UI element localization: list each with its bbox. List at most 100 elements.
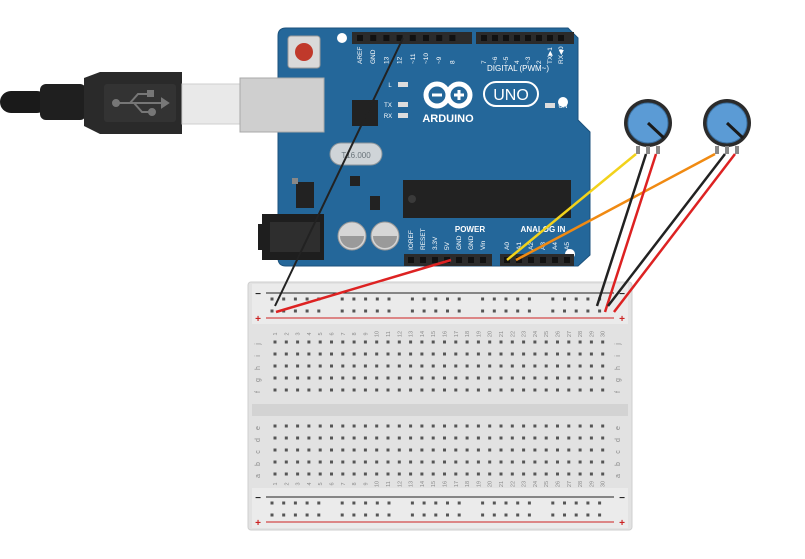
- breadboard-hole[interactable]: [296, 436, 300, 440]
- breadboard-hole[interactable]: [578, 364, 582, 368]
- rail-hole[interactable]: [598, 501, 602, 505]
- breadboard-hole[interactable]: [499, 448, 503, 452]
- breadboard-hole[interactable]: [273, 472, 277, 476]
- breadboard-hole[interactable]: [601, 352, 605, 356]
- rail-hole[interactable]: [422, 501, 426, 505]
- rail-hole[interactable]: [422, 513, 426, 517]
- breadboard-hole[interactable]: [330, 376, 333, 380]
- header-pin[interactable]: [547, 35, 553, 41]
- breadboard-hole[interactable]: [284, 364, 288, 368]
- breadboard-hole[interactable]: [318, 352, 322, 356]
- breadboard-hole[interactable]: [341, 448, 345, 452]
- breadboard-hole[interactable]: [556, 340, 559, 344]
- breadboard-hole[interactable]: [567, 424, 571, 428]
- breadboard-hole[interactable]: [454, 388, 458, 392]
- breadboard-hole[interactable]: [578, 460, 582, 464]
- header-pin[interactable]: [420, 257, 426, 263]
- breadboard-hole[interactable]: [465, 436, 469, 440]
- breadboard-hole[interactable]: [397, 376, 401, 380]
- rail-hole[interactable]: [481, 297, 485, 301]
- breadboard-hole[interactable]: [352, 424, 356, 428]
- breadboard-hole[interactable]: [318, 376, 322, 380]
- header-pin[interactable]: [492, 35, 498, 41]
- header-pin[interactable]: [370, 35, 377, 41]
- breadboard-hole[interactable]: [318, 448, 322, 452]
- breadboard-hole[interactable]: [307, 460, 311, 464]
- breadboard-hole[interactable]: [386, 364, 390, 368]
- rail-hole[interactable]: [352, 501, 356, 505]
- breadboard-hole[interactable]: [363, 424, 367, 428]
- breadboard-hole[interactable]: [330, 388, 333, 392]
- breadboard-hole[interactable]: [307, 388, 311, 392]
- breadboard-hole[interactable]: [522, 376, 526, 380]
- breadboard-hole[interactable]: [352, 352, 356, 356]
- rail-hole[interactable]: [352, 297, 356, 301]
- breadboard-hole[interactable]: [409, 364, 413, 368]
- header-pin[interactable]: [423, 35, 429, 41]
- breadboard-hole[interactable]: [601, 424, 605, 428]
- breadboard-hole[interactable]: [318, 424, 322, 428]
- rail-hole[interactable]: [293, 297, 297, 301]
- pot2-5v-wire[interactable]: [613, 153, 736, 313]
- breadboard-hole[interactable]: [420, 472, 424, 476]
- breadboard-hole[interactable]: [522, 448, 526, 452]
- header-pin[interactable]: [357, 35, 363, 41]
- breadboard-hole[interactable]: [589, 340, 593, 344]
- breadboard-hole[interactable]: [499, 340, 503, 344]
- breadboard-hole[interactable]: [420, 388, 424, 392]
- breadboard-hole[interactable]: [273, 388, 277, 392]
- breadboard-hole[interactable]: [510, 424, 514, 428]
- breadboard-hole[interactable]: [443, 472, 446, 476]
- rail-hole[interactable]: [352, 309, 356, 313]
- breadboard-hole[interactable]: [409, 424, 413, 428]
- breadboard-hole[interactable]: [273, 448, 277, 452]
- rail-hole[interactable]: [504, 513, 508, 517]
- breadboard-hole[interactable]: [499, 376, 503, 380]
- rail-hole[interactable]: [586, 309, 590, 313]
- breadboard-hole[interactable]: [567, 460, 571, 464]
- breadboard-hole[interactable]: [352, 340, 356, 344]
- breadboard-hole[interactable]: [443, 376, 446, 380]
- breadboard-hole[interactable]: [533, 364, 537, 368]
- header-pin[interactable]: [468, 257, 474, 263]
- breadboard-hole[interactable]: [409, 388, 413, 392]
- rail-hole[interactable]: [527, 513, 531, 517]
- breadboard-hole[interactable]: [556, 424, 559, 428]
- breadboard-hole[interactable]: [420, 376, 424, 380]
- rail-hole[interactable]: [340, 513, 344, 517]
- breadboard-hole[interactable]: [476, 340, 480, 344]
- breadboard-hole[interactable]: [499, 460, 503, 464]
- breadboard-hole[interactable]: [476, 364, 480, 368]
- breadboard-hole[interactable]: [567, 340, 571, 344]
- breadboard-hole[interactable]: [431, 472, 435, 476]
- rail-hole[interactable]: [293, 513, 297, 517]
- rail-hole[interactable]: [375, 513, 379, 517]
- breadboard-hole[interactable]: [375, 388, 379, 392]
- breadboard-hole[interactable]: [375, 424, 379, 428]
- rail-hole[interactable]: [387, 501, 391, 505]
- rail-hole[interactable]: [434, 501, 438, 505]
- breadboard-hole[interactable]: [522, 436, 526, 440]
- rail-hole[interactable]: [293, 501, 297, 505]
- breadboard-hole[interactable]: [533, 472, 537, 476]
- breadboard-hole[interactable]: [488, 340, 492, 344]
- breadboard-hole[interactable]: [465, 424, 469, 428]
- rail-hole[interactable]: [586, 513, 590, 517]
- breadboard-hole[interactable]: [499, 364, 503, 368]
- header-pin[interactable]: [383, 35, 390, 41]
- breadboard-hole[interactable]: [307, 448, 311, 452]
- breadboard-hole[interactable]: [397, 340, 401, 344]
- rail-hole[interactable]: [574, 513, 578, 517]
- breadboard-hole[interactable]: [544, 364, 548, 368]
- breadboard-hole[interactable]: [397, 460, 401, 464]
- breadboard-hole[interactable]: [284, 436, 288, 440]
- breadboard-hole[interactable]: [273, 364, 277, 368]
- rail-hole[interactable]: [551, 501, 555, 505]
- breadboard-hole[interactable]: [601, 364, 605, 368]
- rail-hole[interactable]: [410, 501, 414, 505]
- breadboard-hole[interactable]: [465, 472, 469, 476]
- potentiometer-1[interactable]: [624, 99, 672, 154]
- breadboard-hole[interactable]: [510, 460, 514, 464]
- breadboard-hole[interactable]: [589, 448, 593, 452]
- breadboard-hole[interactable]: [522, 352, 526, 356]
